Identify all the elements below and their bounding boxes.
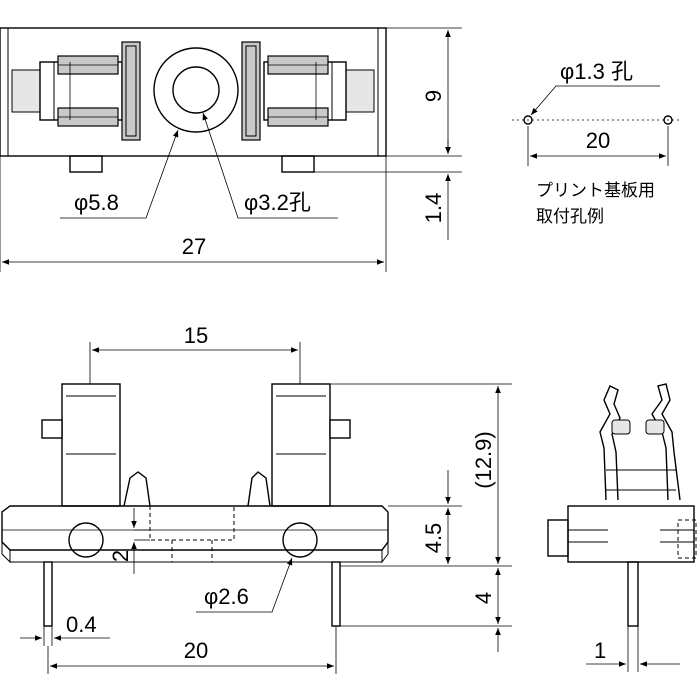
dim-front-hole: φ2.6	[204, 584, 249, 609]
front-pin-right	[331, 561, 341, 627]
dim-pcb-hole: φ1.3 孔	[560, 59, 633, 84]
dim-top-pin-height: 1.4	[421, 193, 446, 224]
front-hole-left	[68, 522, 104, 558]
top-center-ring	[153, 47, 239, 133]
front-view: 15 (12.9) 4.5 4 2 φ2.6 0.4	[1, 323, 512, 674]
note-pcb-line1: プリント基板用	[536, 181, 655, 201]
top-clip-right-wall	[241, 41, 261, 141]
top-clip-right	[263, 55, 375, 127]
top-clip-left	[11, 55, 123, 127]
front-clip-right	[271, 383, 331, 507]
side-clip-left-arm	[599, 385, 621, 501]
dim-pin-pitch: 20	[184, 638, 208, 663]
pcb-hole-example: 20 φ1.3 孔 プリント基板用 取付孔例	[512, 59, 680, 227]
dim-front-offset: 2	[108, 550, 133, 562]
dim-hole-diameter: φ3.2孔	[244, 190, 311, 215]
dim-top-width: 27	[182, 234, 206, 259]
dim-clip-spacing: 15	[184, 323, 208, 348]
dim-front-total-height: (12.9)	[471, 431, 496, 488]
top-body-outline	[0, 27, 387, 157]
side-view: 1	[547, 383, 697, 672]
top-pin-right	[281, 155, 315, 173]
top-view: 9 1.4 27 φ5.8 φ3.2孔	[0, 27, 462, 272]
top-center-hole	[172, 66, 220, 114]
top-clip-left-wall	[121, 41, 141, 141]
side-pin	[627, 561, 639, 627]
dim-top-height: 9	[421, 90, 446, 102]
front-pin-left	[43, 561, 53, 627]
dim-outer-diameter: φ5.8	[74, 190, 119, 215]
dim-pcb-pitch: 20	[586, 128, 610, 153]
pcb-hole-right	[663, 115, 673, 125]
front-body	[1, 505, 389, 551]
top-pin-left	[69, 155, 103, 173]
side-clip-right-arm	[651, 383, 681, 501]
pcb-hole-left	[523, 115, 533, 125]
dim-side-pin-width: 1	[594, 638, 606, 663]
dim-front-pin-length: 4	[471, 592, 496, 604]
front-clip-left	[61, 383, 121, 507]
front-hole-right	[282, 522, 318, 558]
dim-front-body-height: 4.5	[421, 523, 446, 554]
side-body	[567, 505, 695, 563]
dim-pin-thickness: 0.4	[66, 612, 97, 637]
note-pcb-line2: 取付孔例	[536, 207, 604, 227]
